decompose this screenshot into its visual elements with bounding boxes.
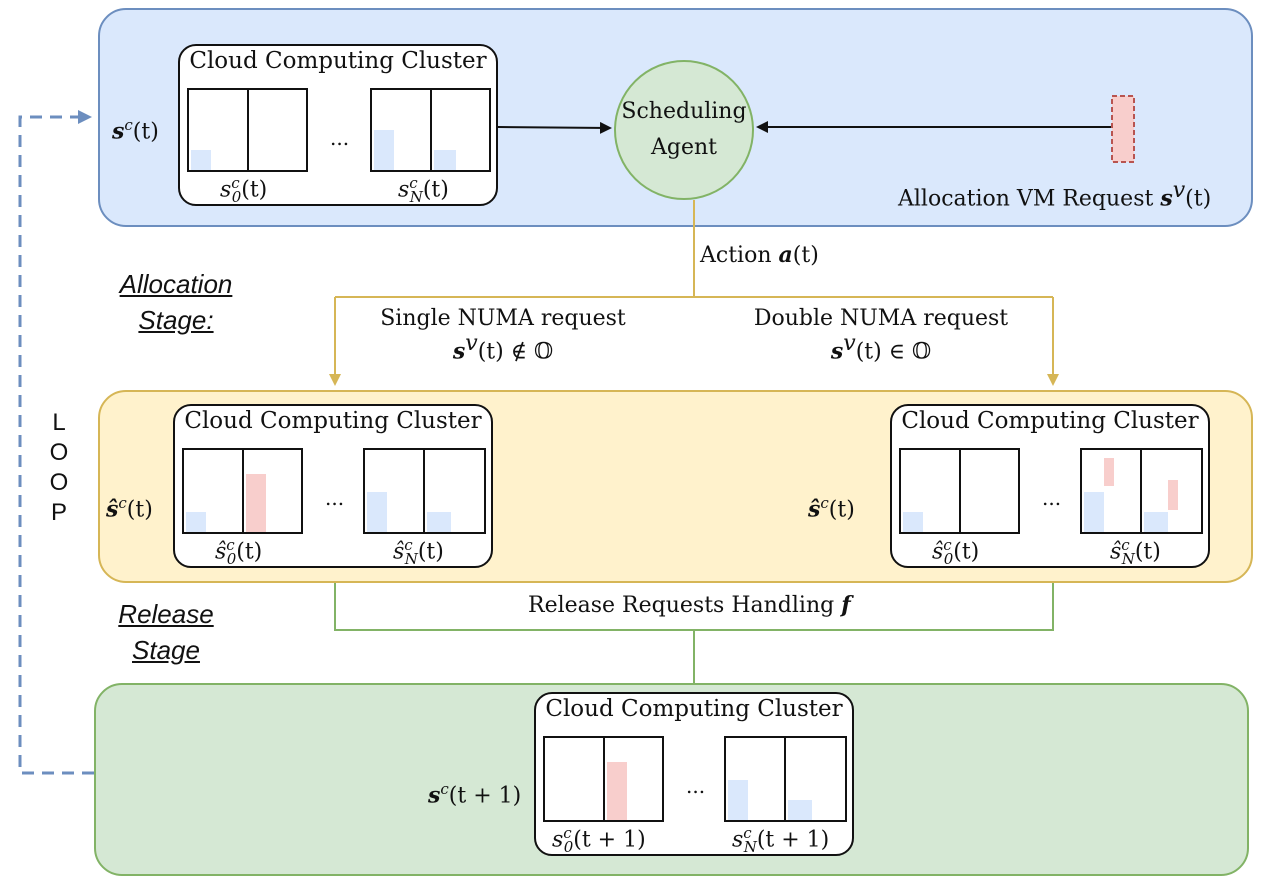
numa-usage-bar: [903, 512, 923, 532]
node-n-state: scN(t + 1): [732, 824, 830, 856]
numa-usage-bar: [367, 492, 387, 532]
cluster-title: Cloud Computing Cluster: [901, 408, 1199, 434]
server-node-0: [182, 448, 303, 534]
allocated-vm-bar: [1168, 480, 1178, 510]
release-handling-label: Release Requests Handling f: [528, 592, 851, 618]
vm-request-block: [1111, 95, 1135, 163]
allocation-stage-label: Allocation Stage:: [119, 269, 233, 335]
ellipsis: ...: [330, 126, 350, 150]
numa-usage-bar: [427, 512, 451, 532]
server-node-0: [543, 736, 664, 822]
ellipsis: ...: [325, 486, 345, 510]
allocated-vm-bar: [1104, 458, 1114, 486]
numa-usage-bar: [186, 512, 206, 532]
double-numa-cluster: Cloud Computing Cluster ... ŝc0(t) ŝcN(t…: [890, 404, 1210, 568]
numa-usage-bar: [728, 780, 748, 820]
server-node-n: [370, 88, 491, 172]
top-state-label: sc(t): [112, 116, 159, 145]
scheduling-agent-node: Scheduling Agent: [614, 60, 754, 200]
cluster-title: Cloud Computing Cluster: [184, 408, 482, 434]
numa-usage-bar: [1144, 512, 1168, 532]
release-merge-line: [334, 583, 1054, 683]
server-node-n: [1080, 448, 1203, 534]
node-n-state: ŝcN(t): [393, 536, 444, 568]
cluster-title: Cloud Computing Cluster: [545, 696, 843, 722]
loop-dashed-arrow: [18, 110, 94, 775]
single-numa-label: Single NUMA request sv(t) ∉ 𝕆: [380, 306, 626, 365]
node-0-state: ŝc0(t): [932, 536, 980, 568]
vm-request-label: Allocation VM Request sv(t): [898, 178, 1212, 212]
numa-usage-bar: [374, 130, 394, 170]
action-label: Action a(t): [700, 242, 819, 268]
single-numa-cluster: Cloud Computing Cluster ... ŝc0(t) ŝcN(t…: [173, 404, 493, 568]
middle-right-state-label: ŝc(t): [808, 494, 855, 523]
server-node-n: [363, 448, 486, 534]
server-node-0: [899, 448, 1020, 534]
node-n-state: scN(t): [398, 174, 449, 206]
cluster-to-agent-arrow: [497, 121, 612, 134]
cluster-title: Cloud Computing Cluster: [189, 48, 487, 74]
ellipsis: ...: [1042, 486, 1062, 510]
node-n-state: ŝcN(t): [1110, 536, 1161, 568]
numa-usage-bar: [788, 800, 812, 820]
allocated-vm-bar: [607, 762, 627, 820]
next-state-cluster: Cloud Computing Cluster ... sc0(t + 1) s…: [534, 692, 854, 856]
node-0-state: sc0(t + 1): [552, 824, 646, 856]
bottom-state-label: sc(t + 1): [428, 780, 522, 809]
server-node-0: [187, 88, 308, 172]
loop-label: L O O P: [49, 409, 69, 526]
numa-usage-bar: [191, 150, 211, 170]
release-stage-label: Release Stage: [118, 599, 214, 665]
node-0-state: sc0(t): [220, 174, 268, 206]
top-cluster: Cloud Computing Cluster ... sc0(t) scN(t…: [178, 44, 498, 206]
node-0-state: ŝc0(t): [215, 536, 263, 568]
server-node-n: [724, 736, 847, 822]
double-numa-label: Double NUMA request sv(t) ∈ 𝕆: [753, 306, 1009, 365]
ellipsis: ...: [686, 774, 706, 798]
middle-left-state-label: ŝc(t): [106, 494, 153, 523]
numa-usage-bar: [1084, 492, 1104, 532]
allocated-vm-bar: [246, 474, 266, 532]
action-branch-line: [335, 200, 1053, 298]
numa-usage-bar: [434, 150, 456, 170]
